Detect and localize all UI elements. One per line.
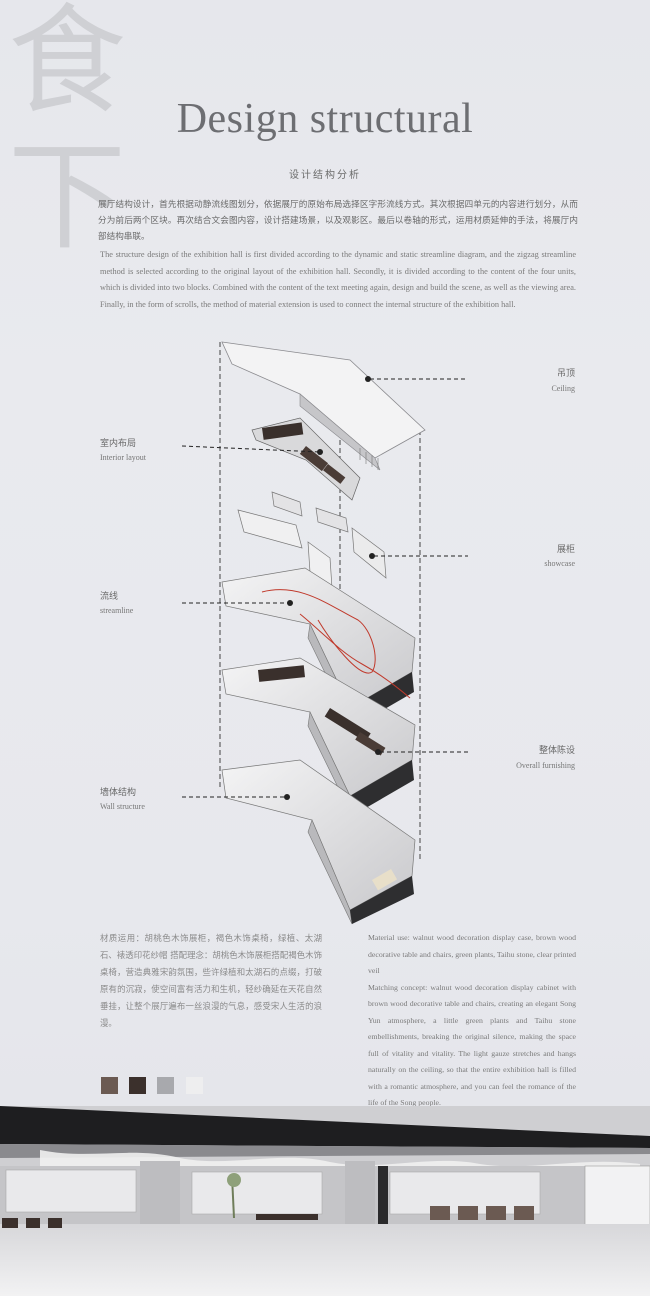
label-wall-en: Wall structure [100,802,145,811]
intro-chinese: 展厅结构设计，首先根据动静流线图划分，依据展厅的原始布局选择区字形流线方式。其次… [98,200,578,242]
page-subtitle: 设计结构分析 [289,170,361,181]
label-furnishing-cn: 整体陈设 [538,746,575,756]
label-showcase-en: showcase [544,559,575,568]
leader-lines [181,378,468,798]
materials-concept-english: Matching concept: walnut wood decoration… [368,982,576,1108]
wall-structure-layer [221,759,416,925]
background-char-2: 下 [8,128,127,266]
swatch-4 [186,1077,203,1094]
label-streamline-cn: 流线 [100,592,119,602]
label-wall-cn: 墙体结构 [100,788,137,798]
label-ceiling-cn: 吊顶 [556,369,575,379]
swatch-3 [157,1077,174,1094]
label-interior-cn: 室内布局 [100,439,137,449]
label-showcase-cn: 展柜 [556,545,575,555]
exploded-structure-diagram [181,341,468,925]
swatch-2 [129,1077,146,1094]
swatch-1 [101,1077,118,1094]
interior-layout-layer [251,417,361,501]
background-char-1: 食 [8,0,127,130]
ceiling-layer [221,341,426,471]
materials-english: Material use: walnut wood decoration dis… [368,930,576,1112]
materials-use-english: Material use: walnut wood decoration dis… [368,933,577,975]
exhibition-hall-rendering [0,1106,650,1296]
label-furnishing-en: Overall furnishing [516,761,575,770]
page-title: Design structural [176,96,474,142]
materials-chinese: 材质运用：胡桃色木饰展柜，褐色木饰桌椅，绿植、太湖石、裱透印花纱帽 搭配理念：胡… [100,933,322,1028]
showcase-layer [237,491,387,589]
label-ceiling-en: Ceiling [551,384,575,393]
intro-english: The structure design of the exhibition h… [100,250,576,309]
label-streamline-en: streamline [100,606,134,615]
label-interior-en: Interior layout [100,453,146,462]
